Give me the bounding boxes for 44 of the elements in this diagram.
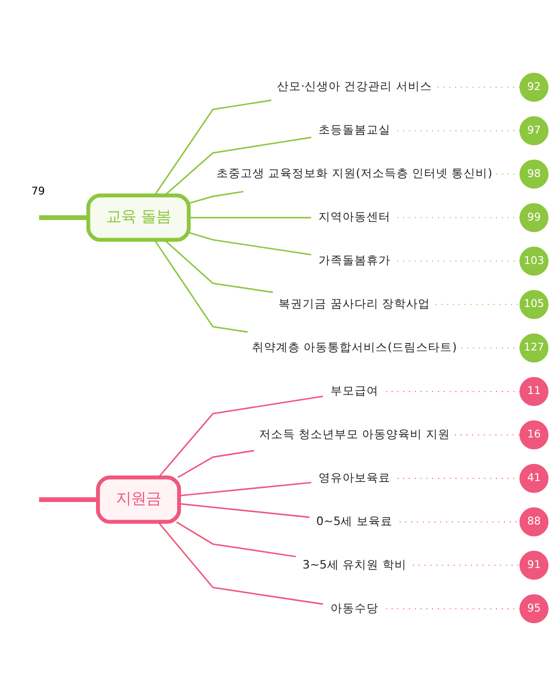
connector [154, 240, 248, 333]
node-circle: 99 [520, 203, 548, 232]
label: 79 [31, 184, 45, 198]
node-text: 초등돌봄교실 [318, 122, 390, 137]
node-text: 영유아보육료 [318, 470, 390, 484]
connector [179, 503, 310, 518]
connector [176, 521, 296, 558]
node-circle: 95 [520, 594, 548, 624]
node-text: 가족돌봄휴가 [318, 253, 390, 268]
node-circle: 88 [520, 507, 548, 536]
connector [154, 100, 272, 196]
node-circle: 105 [520, 290, 548, 320]
node-text: 산모·신생아 건강관리 서비스 [276, 79, 432, 94]
node-text: 아동수당 [330, 600, 378, 615]
node-circle: 41 [520, 464, 548, 493]
node-circle: 11 [520, 376, 548, 406]
node-circle: 127 [520, 334, 548, 362]
connector [188, 216, 312, 218]
node-text: 지역아동센터 [318, 210, 390, 224]
node-text: 0~5세 보육료 [316, 514, 392, 528]
node-box: 지원금 [96, 475, 182, 524]
node-box: 교육 돌봄 [86, 193, 191, 242]
connector [164, 136, 312, 196]
connector [39, 497, 98, 502]
node-circle: 97 [520, 116, 548, 146]
node-text: 취약계층 아동통합서비스(드림스타트) [252, 340, 457, 354]
connector [188, 232, 312, 256]
node-circle: 98 [520, 160, 548, 189]
node-circle: 91 [520, 550, 548, 580]
connector [164, 239, 273, 294]
node-text: 부모급여 [330, 383, 378, 398]
node-circle: 103 [520, 246, 548, 276]
connector [188, 190, 244, 204]
connector [39, 215, 88, 220]
connector [158, 522, 324, 605]
connector [178, 450, 254, 478]
node-text: 복권기금 꿈사다리 장학사업 [278, 296, 430, 311]
node-circle: 16 [520, 420, 548, 450]
node-text: 3~5세 유치원 학비 [302, 557, 406, 572]
node-text: 저소득 청소년부모 아동양육비 지원 [258, 426, 450, 441]
node-text: 초중고생 교육정보화 지원(저소득층 인터넷 통신비) [216, 166, 492, 180]
connector [158, 396, 324, 478]
connector [179, 482, 312, 496]
node-circle: 92 [520, 72, 548, 102]
